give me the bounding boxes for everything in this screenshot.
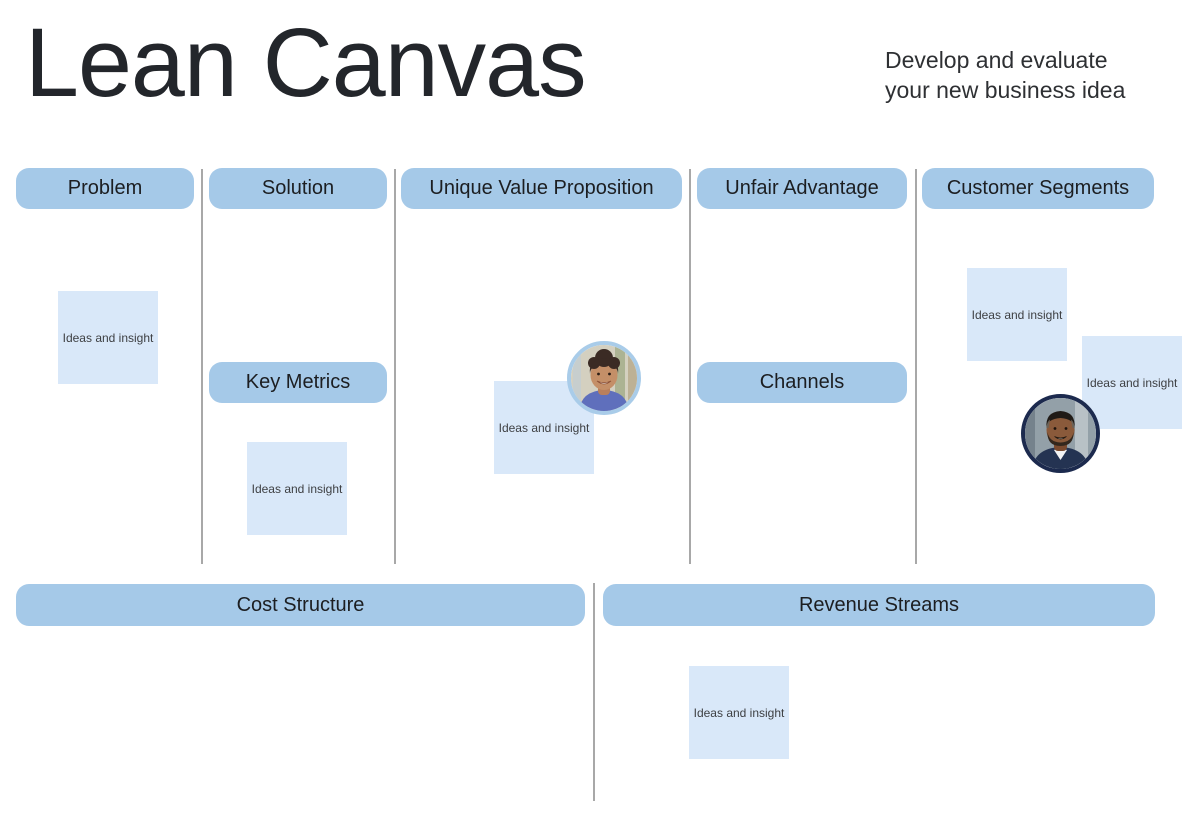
page-title: Lean Canvas <box>25 8 587 117</box>
section-header-channels[interactable]: Channels <box>697 362 907 403</box>
section-header-problem[interactable]: Problem <box>16 168 194 209</box>
column-divider-1 <box>201 169 203 564</box>
column-divider-3 <box>689 169 691 564</box>
page-subtitle-line-2: your new business idea <box>885 77 1126 103</box>
woman-portrait-image <box>571 345 637 411</box>
sticky-note-customer-segments-1[interactable]: Ideas and insight <box>967 268 1067 361</box>
section-header-solution[interactable]: Solution <box>209 168 387 209</box>
page-subtitle: Develop and evaluate your new business i… <box>885 45 1125 105</box>
section-header-key-metrics[interactable]: Key Metrics <box>209 362 387 403</box>
bottom-section-divider <box>593 583 595 801</box>
sticky-note-customer-segments-2[interactable]: Ideas and insight <box>1082 336 1182 429</box>
avatar-man[interactable] <box>1021 394 1100 473</box>
column-divider-2 <box>394 169 396 564</box>
section-header-unfair-advantage[interactable]: Unfair Advantage <box>697 168 907 209</box>
sticky-note-problem[interactable]: Ideas and insight <box>58 291 158 384</box>
section-header-customer-segments[interactable]: Customer Segments <box>922 168 1154 209</box>
avatar-woman[interactable] <box>567 341 641 415</box>
sticky-note-revenue-streams[interactable]: Ideas and insight <box>689 666 789 759</box>
sticky-note-key-metrics[interactable]: Ideas and insight <box>247 442 347 535</box>
column-divider-4 <box>915 169 917 564</box>
section-header-revenue-streams[interactable]: Revenue Streams <box>603 584 1155 626</box>
page-subtitle-line-1: Develop and evaluate <box>885 47 1108 73</box>
section-header-unique-value-proposition[interactable]: Unique Value Proposition <box>401 168 682 209</box>
man-portrait-image <box>1025 398 1096 469</box>
section-header-cost-structure[interactable]: Cost Structure <box>16 584 585 626</box>
